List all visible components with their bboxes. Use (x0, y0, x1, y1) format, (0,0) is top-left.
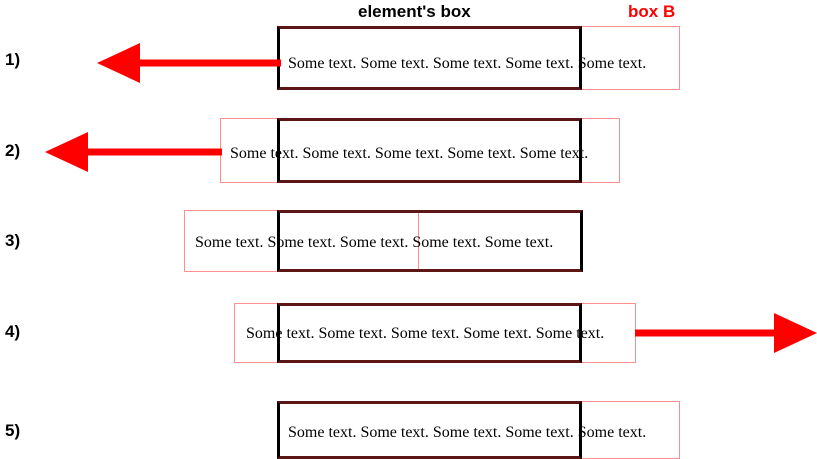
left-arrow-row-1 (97, 43, 281, 83)
element-box-row-4 (277, 303, 582, 363)
row-text-1: Some text. Some text. Some text. Some te… (288, 55, 647, 72)
row-label-2: 2) (5, 141, 21, 160)
row-text-4: Some text. Some text. Some text. Some te… (246, 325, 605, 342)
element-box-row-1 (277, 26, 582, 90)
row-label-3: 3) (5, 231, 21, 250)
row-label-5: 5) (5, 421, 21, 440)
row-text-3: Some text. Some text. Some text. Some te… (195, 234, 554, 251)
right-arrow-row-4 (635, 313, 817, 353)
left-arrow-row-2 (45, 132, 222, 172)
row-label-1: 1) (5, 50, 21, 69)
heading-element-box: element's box (358, 2, 471, 21)
row-text-2: Some text. Some text. Some text. Some te… (230, 145, 589, 162)
element-box-row-2 (277, 118, 582, 183)
element-box-row-5 (277, 401, 582, 459)
row-label-4: 4) (5, 322, 21, 341)
element-box-row-3 (277, 210, 583, 272)
heading-box-b: box B (628, 2, 676, 21)
row-text-5: Some text. Some text. Some text. Some te… (288, 424, 647, 441)
